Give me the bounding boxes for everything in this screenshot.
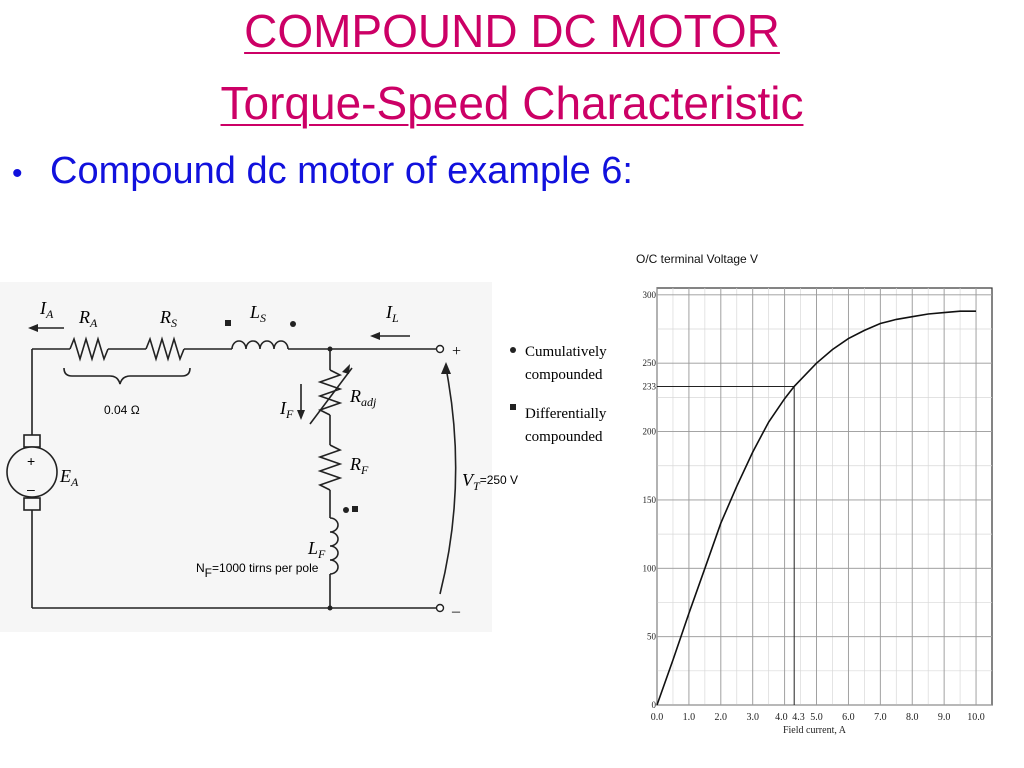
legend-cumulative-line1: Cumulatively	[525, 344, 607, 360]
resistor-radj	[317, 369, 343, 416]
x-tick-label: 7.0	[874, 712, 887, 723]
label-nf: NF=1000 tirns per pole	[196, 561, 319, 580]
legend-round-dot	[510, 347, 516, 353]
x-tick-label: 4.3	[792, 712, 805, 723]
lf-round-dot	[343, 507, 349, 513]
radj-arrow	[309, 367, 353, 425]
y-tick-label: 50	[647, 632, 657, 642]
arrow-il-head	[370, 332, 380, 340]
lf-square-dot	[352, 506, 358, 512]
label-rf: RF	[349, 454, 369, 477]
brace	[63, 367, 191, 385]
y-tick-label: 300	[643, 290, 657, 300]
x-tick-label: 8.0	[906, 712, 919, 723]
legend-cumulative-line2: compounded	[525, 367, 603, 383]
circuit-background	[0, 282, 492, 632]
resistor-rs	[145, 336, 185, 362]
series-line-0	[656, 310, 976, 706]
x-tick-label: 3.0	[746, 712, 759, 723]
ls-square-dot	[225, 320, 231, 326]
x-tick-label: 10.0	[967, 712, 985, 723]
motor-minus-sign: –	[27, 481, 35, 497]
bullet-dot-icon: •	[12, 157, 23, 190]
radj-arrow-head	[342, 364, 350, 374]
vt-arrow-head	[441, 362, 451, 374]
inductor-ls	[231, 340, 289, 350]
x-tick-label: 4.0	[775, 712, 788, 723]
terminal-minus	[435, 603, 445, 613]
node-bottom	[327, 605, 333, 611]
y-tick-label: 250	[643, 358, 657, 368]
legend-square-dot	[510, 404, 516, 410]
inductor-lf	[329, 517, 339, 575]
slide-title: COMPOUND DC MOTOR	[244, 5, 780, 57]
label-rs: RS	[159, 307, 177, 330]
label-if: IF	[279, 398, 294, 421]
label-resistance-note: 0.04 Ω	[104, 403, 140, 417]
motor-plus-sign: +	[27, 453, 35, 469]
bullet-item: • Compound dc motor of example 6:	[12, 150, 633, 193]
resistor-rf	[317, 444, 343, 491]
resistor-ra	[69, 336, 109, 362]
y-tick-label: 150	[643, 495, 657, 505]
x-tick-label: 5.0	[810, 712, 823, 723]
label-il: IL	[385, 302, 399, 325]
label-minus: –	[451, 603, 461, 620]
label-radj: Radj	[349, 386, 377, 409]
label-ls: LS	[249, 302, 266, 325]
legend-differential-line1: Differentially	[525, 406, 607, 422]
y-tick-label: 233	[643, 381, 657, 391]
label-ra: RA	[78, 307, 98, 330]
legend-differential-line2: compounded	[525, 429, 603, 445]
arrow-ia-head	[28, 324, 38, 332]
y-tick-label: 100	[643, 563, 657, 573]
node-top	[327, 346, 333, 352]
label-lf: LF	[307, 538, 326, 561]
label-ia: IA	[39, 298, 54, 321]
label-vt: VT=250 V	[462, 470, 518, 493]
motor-brush-top	[23, 434, 41, 448]
ls-round-dot	[290, 321, 296, 327]
terminal-plus	[435, 344, 445, 354]
y-tick-label: 200	[643, 427, 657, 437]
x-axis-label: Field current, A	[783, 725, 847, 736]
label-ea: EA	[59, 466, 79, 489]
x-tick-label: 6.0	[842, 712, 855, 723]
occ-chart: 0.0 1.0 2.0 3.0 4.0 4.3 5.0 6.0 7.0 8.0 9.0 10.0 0 50…	[640, 270, 1020, 760]
vt-arrow-curve	[439, 367, 457, 595]
y-tick-label: 0	[652, 700, 657, 710]
chart-background	[640, 270, 1020, 760]
bullet-text: Compound dc motor of example 6:	[50, 150, 633, 192]
x-tick-label: 0.0	[651, 712, 664, 723]
motor-brush-bottom	[23, 497, 41, 511]
motor-armature	[6, 446, 58, 498]
chart-title: O/C terminal Voltage V	[636, 252, 759, 266]
x-tick-label: 9.0	[938, 712, 951, 723]
slide-subtitle: Torque-Speed Characteristic	[220, 77, 804, 129]
arrow-if-head	[297, 410, 305, 420]
circuit-diagram: IA RA RS LS IL + – 0.04 Ω + – EA IF Radj…	[0, 282, 607, 632]
x-tick-label: 2.0	[715, 712, 728, 723]
label-plus: +	[452, 343, 461, 360]
x-tick-label: 1.0	[683, 712, 696, 723]
